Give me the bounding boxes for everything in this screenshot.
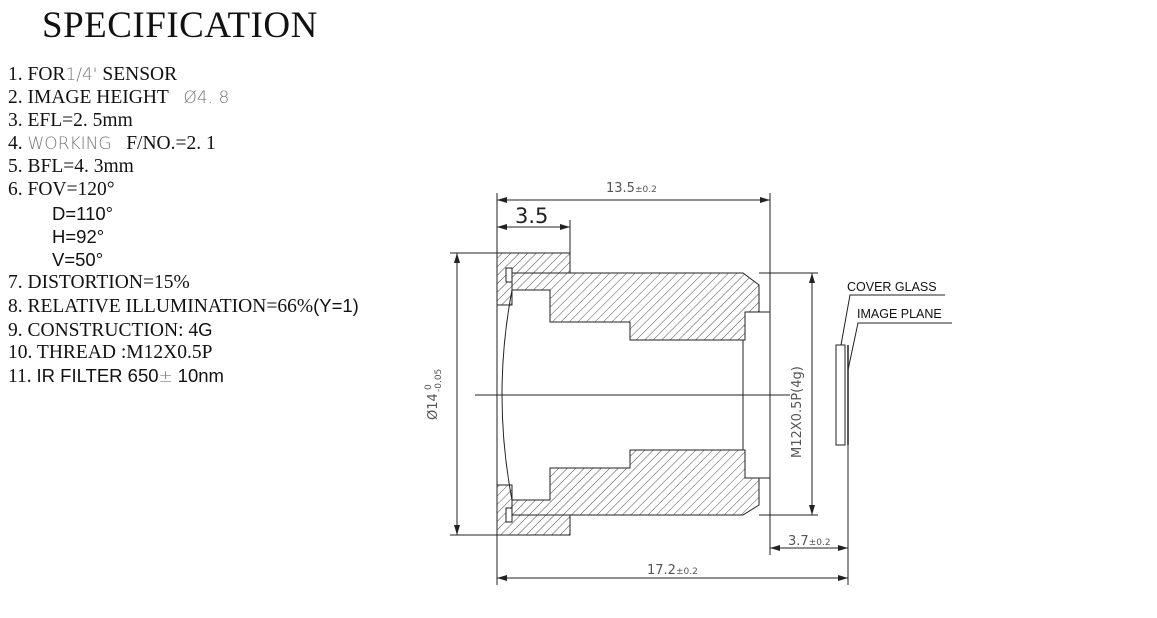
spec-construction: 9. CONSTRUCTION: 4G	[8, 319, 213, 342]
svg-text:Ø14: Ø14	[426, 393, 441, 420]
dim-length: 13.5±0.2	[606, 181, 657, 196]
spec-text: G	[198, 319, 213, 340]
spec-number: 2.	[8, 87, 23, 108]
spec-number: 11.	[8, 366, 32, 387]
spec-value: 1/4'	[65, 65, 98, 85]
label-image-plane: IMAGE PLANE	[857, 307, 942, 321]
svg-text:-0.05: -0.05	[434, 369, 444, 392]
spec-text: F/NO.=2. 1	[126, 133, 216, 154]
spec-value: Ø4. 8	[183, 88, 230, 108]
page-title: SPECIFICATION	[42, 5, 318, 46]
spec-number: 4.	[8, 133, 23, 154]
dim-flange: 3.5	[515, 204, 548, 228]
spec-text: SENSOR	[102, 64, 178, 85]
label-cover-glass: COVER GLASS	[847, 280, 937, 294]
spec-text: DISTORTION=15%	[27, 272, 190, 293]
spec-image-height: 2. IMAGE HEIGHT Ø4. 8	[8, 87, 229, 109]
spec-ir-filter: 11. IR FILTER 650± 10nm	[8, 365, 224, 388]
spec-illumination: 8. RELATIVE ILLUMINATION=66%(Y=1)	[8, 295, 359, 318]
spec-number: 9.	[8, 320, 23, 341]
spec-sensor: 1. FOR1/4' SENSOR	[8, 64, 177, 86]
spec-text: BFL=4. 3mm	[27, 156, 134, 177]
dim-back: 3.7±0.2	[788, 534, 831, 549]
spec-number: 1.	[8, 64, 23, 85]
spec-label: WORKING	[27, 134, 112, 154]
dim-diameter: Ø14 0 -0.05	[424, 369, 444, 420]
spec-fov-d: D=110°	[52, 203, 114, 224]
spec-thread: 10. THREAD :M12X0.5P	[8, 342, 212, 364]
spec-bfl: 5. BFL=4. 3mm	[8, 156, 134, 178]
spec-text: THREAD :M12X0.5P	[36, 342, 213, 363]
spec-text: 10nm	[177, 365, 224, 386]
barrel-bottom	[511, 449, 760, 516]
spec-fno: 4. WORKING F/NO.=2. 1	[8, 133, 216, 155]
spec-fov-h: H=92°	[52, 226, 105, 247]
cover-glass	[835, 344, 846, 446]
spec-number: 5.	[8, 156, 23, 177]
spec-number: 3.	[8, 110, 23, 131]
spec-efl: 3. EFL=2. 5mm	[8, 110, 133, 132]
spec-fov-v: V=50°	[52, 249, 104, 270]
spec-text: IMAGE HEIGHT	[27, 87, 169, 108]
spec-number: 8.	[8, 296, 23, 317]
spec-text: EFL=2. 5mm	[27, 110, 133, 131]
dim-total: 17.2±0.2	[647, 563, 698, 578]
spec-text: CONSTRUCTION: 4	[27, 320, 199, 341]
spec-text: ±	[158, 367, 173, 387]
spec-number: 10.	[8, 342, 33, 363]
spec-text: (Y=1)	[313, 295, 359, 316]
spec-text: IR FILTER 650	[36, 365, 159, 386]
dim-thread: M12X0.5P(4g)	[790, 366, 805, 458]
spec-number: 6.	[8, 179, 23, 200]
spec-distortion: 7. DISTORTION=15%	[8, 272, 190, 294]
barrel-top	[511, 272, 760, 341]
svg-text:0: 0	[424, 384, 434, 390]
spec-text: RELATIVE ILLUMINATION=66%	[27, 296, 314, 317]
spec-number: 7.	[8, 272, 23, 293]
spec-text: FOV=120°	[27, 179, 115, 200]
spec-text: FOR	[27, 64, 66, 85]
spec-fov: 6. FOV=120°	[8, 179, 115, 201]
